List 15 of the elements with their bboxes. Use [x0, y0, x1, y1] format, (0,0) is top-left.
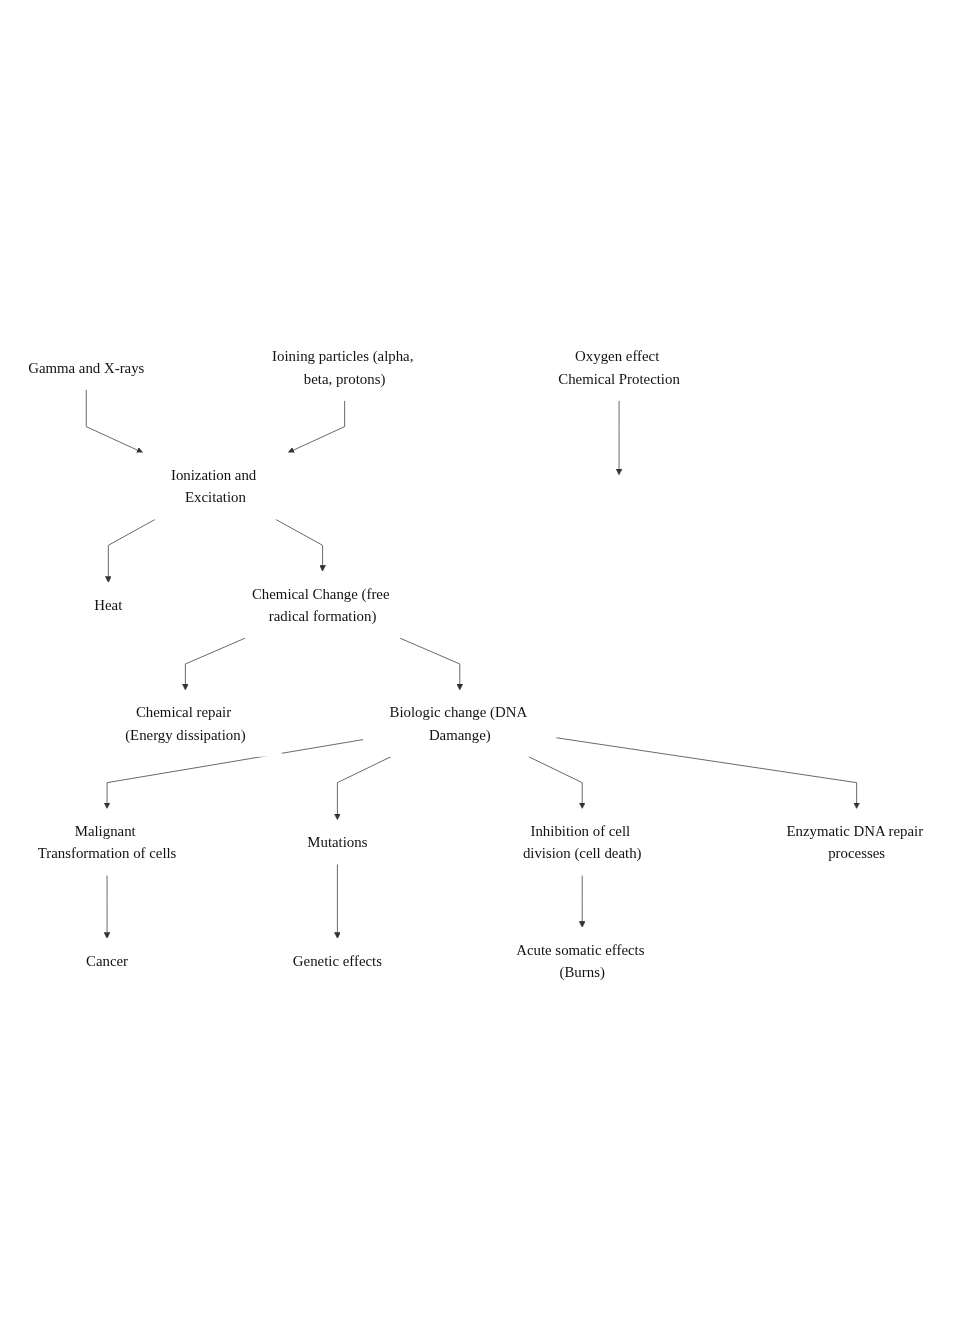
- node-text: Mutations: [307, 833, 368, 851]
- node-text: Ionization and Excitation: [170, 466, 257, 506]
- node-text: Gamma and X-rays: [28, 359, 145, 376]
- node-text: Cancer: [86, 952, 129, 969]
- node-text: Ioining particles (alpha, beta, protons): [272, 348, 414, 387]
- node-text: Genetic effects: [292, 952, 382, 969]
- node-text: Enzymatic DNA repair processes: [786, 822, 924, 862]
- node-text: Malignant Transformation of cells: [37, 822, 177, 862]
- node-text: Oxygen effect Chemical Protection: [558, 348, 680, 387]
- node-text: Biologic change (DNA Damange): [389, 704, 527, 743]
- node-text: Heat: [94, 596, 123, 613]
- node-text: Chemical repair (Energy dissipation): [125, 704, 246, 743]
- node-text: Inhibition of cell division (cell death): [522, 822, 642, 862]
- node-text: Acute somatic effects (Burns): [516, 941, 645, 980]
- node-text: Chemical Change (free radical formation): [251, 585, 390, 624]
